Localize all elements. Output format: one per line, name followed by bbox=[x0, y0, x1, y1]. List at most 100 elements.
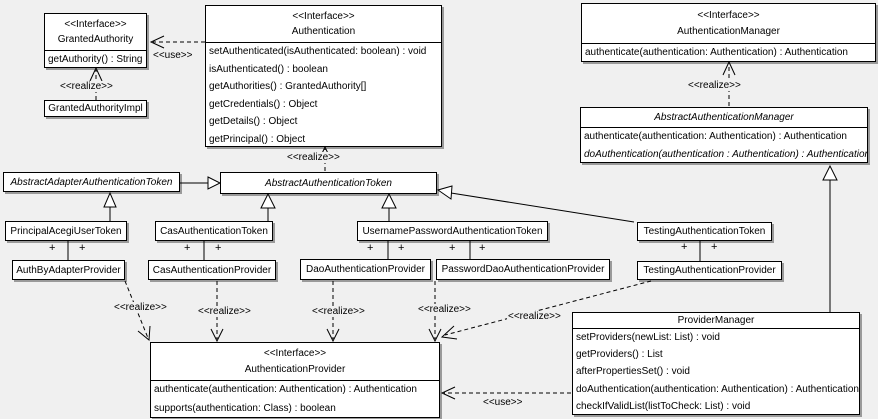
uml-method: doAuthentication(authentication: Authent… bbox=[576, 383, 859, 395]
uml-method: getProviders() : List bbox=[576, 349, 663, 361]
use-label: <<use>> bbox=[482, 397, 524, 408]
uml-method: supports(authentication: Class) : boolea… bbox=[154, 402, 336, 414]
class-header: AbstractAuthenticationManager bbox=[581, 108, 867, 127]
uml-method: getDetails() : Object bbox=[209, 116, 298, 127]
class-header: <<Interface>> AuthenticationManager bbox=[582, 4, 875, 43]
class-abstract-adapter-authentication-token[interactable]: AbstractAdapterAuthenticationToken bbox=[3, 172, 180, 192]
realize-label: <<realize>> bbox=[507, 311, 562, 322]
realize-label: <<realize>> bbox=[113, 302, 168, 313]
class-name: UsernamePasswordAuthenticationToken bbox=[362, 225, 543, 237]
open-arrowhead bbox=[428, 328, 442, 343]
uml-method: getAuthority() : String bbox=[48, 54, 143, 65]
class-name: GrantedAuthority bbox=[57, 34, 134, 46]
class-name: AbstractAuthenticationToken bbox=[265, 177, 392, 189]
open-arrowhead bbox=[440, 386, 456, 400]
generalization-arrowhead bbox=[822, 164, 838, 181]
class-header: <<Interface>> GrantedAuthority bbox=[45, 14, 146, 50]
class-granted-authority[interactable]: <<Interface>> GrantedAuthority getAuthor… bbox=[44, 13, 147, 68]
uml-method: getCredentials() : Object bbox=[209, 98, 318, 110]
uml-method: getPrincipal() : Object bbox=[209, 133, 306, 145]
class-name: AbstractAdapterAuthenticationToken bbox=[10, 176, 173, 188]
class-provider-manager[interactable]: ProviderManager setProviders(newList: Li… bbox=[572, 312, 860, 415]
class-name: DaoAuthenticationProvider bbox=[306, 264, 425, 275]
class-dao-authentication-provider[interactable]: DaoAuthenticationProvider bbox=[300, 259, 431, 280]
use-label: <<use>> bbox=[152, 50, 194, 61]
uml-method: checkIfValidList(listToCheck: List) : vo… bbox=[576, 400, 751, 412]
open-arrowhead bbox=[722, 60, 736, 76]
class-name: AuthenticationProvider bbox=[244, 364, 346, 375]
uml-method: setProviders(newList: List) : void bbox=[576, 332, 720, 343]
stereotype-label: <<Interface>> bbox=[64, 18, 127, 30]
class-authentication-manager[interactable]: <<Interface>> AuthenticationManager auth… bbox=[581, 3, 876, 62]
open-arrowhead bbox=[326, 328, 340, 343]
class-password-dao-authentication-provider[interactable]: PasswordDaoAuthenticationProvider bbox=[436, 259, 610, 280]
association-role-label: + bbox=[79, 242, 86, 254]
open-arrowhead bbox=[149, 35, 165, 49]
realize-label: <<realize>> bbox=[311, 306, 366, 317]
open-arrowhead bbox=[440, 325, 458, 340]
methods-compartment: authenticate(authentication: Authenticat… bbox=[581, 127, 867, 163]
generalization-arrowhead bbox=[436, 185, 453, 200]
realize-label: <<realize>> bbox=[286, 152, 341, 163]
generalization-arrowhead bbox=[103, 191, 117, 208]
class-name: ProviderManager bbox=[677, 315, 755, 326]
association-role-label: + bbox=[479, 242, 486, 254]
class-granted-authority-impl[interactable]: GrantedAuthorityImpl bbox=[44, 100, 147, 117]
class-cas-authentication-token[interactable]: CasAuthenticationToken bbox=[155, 221, 273, 241]
class-abstract-authentication-token[interactable]: AbstractAuthenticationToken bbox=[220, 172, 437, 194]
methods-compartment: setAuthenticated(isAuthenticated: boolea… bbox=[206, 42, 441, 147]
generalization-arrowhead bbox=[260, 192, 276, 209]
stereotype-label: <<Interface>> bbox=[263, 348, 327, 359]
realize-label: <<realize>> bbox=[687, 80, 742, 91]
class-name: TestingAuthenticationProvider bbox=[643, 265, 776, 276]
class-header: <<Interface>> Authentication bbox=[206, 6, 441, 42]
realize-label: <<realize>> bbox=[417, 304, 472, 315]
association-role-label: + bbox=[681, 241, 688, 253]
class-principal-acegi-user-token[interactable]: PrincipalAcegiUserToken bbox=[5, 221, 127, 241]
class-name: AuthenticationManager bbox=[677, 26, 780, 38]
realize-label: <<realize>> bbox=[197, 306, 252, 317]
association-role-label: + bbox=[711, 241, 718, 253]
association-role-label: + bbox=[398, 242, 405, 254]
class-name: CasAuthenticationToken bbox=[160, 225, 268, 237]
realize-label: <<realize>> bbox=[59, 81, 114, 92]
class-name: PrincipalAcegiUserToken bbox=[10, 225, 122, 237]
class-name: AbstractAuthenticationManager bbox=[654, 112, 794, 123]
association-role-label: + bbox=[215, 242, 222, 254]
uml-method: authenticate(authentication: Authenticat… bbox=[154, 384, 417, 395]
class-name: AuthByAdapterProvider bbox=[16, 264, 121, 276]
uml-method: afterPropertiesSet() : void bbox=[576, 366, 690, 378]
class-name: Authentication bbox=[291, 26, 356, 38]
class-header: ProviderManager bbox=[573, 313, 859, 328]
class-abstract-authentication-manager[interactable]: AbstractAuthenticationManager authentica… bbox=[580, 107, 868, 163]
class-testing-authentication-provider[interactable]: TestingAuthenticationProvider bbox=[637, 261, 782, 280]
association-role-label: + bbox=[49, 242, 56, 254]
class-name: PasswordDaoAuthenticationProvider bbox=[441, 264, 605, 275]
stereotype-label: <<Interface>> bbox=[697, 9, 760, 21]
uml-method: authenticate(authentication: Authenticat… bbox=[584, 131, 847, 142]
class-auth-by-adapter-provider[interactable]: AuthByAdapterProvider bbox=[12, 260, 125, 280]
class-name: GrantedAuthorityImpl bbox=[48, 103, 143, 114]
generalization-arrowhead bbox=[207, 176, 222, 190]
association-role-label: + bbox=[449, 242, 456, 254]
class-username-password-authentication-token[interactable]: UsernamePasswordAuthenticationToken bbox=[357, 221, 548, 241]
open-arrowhead bbox=[137, 325, 151, 341]
class-authentication-provider[interactable]: <<Interface>> AuthenticationProvider aut… bbox=[150, 342, 440, 418]
generalization-arrowhead bbox=[381, 192, 397, 209]
uml-method: isAuthenticated() : boolean bbox=[209, 63, 328, 75]
association-role-label: + bbox=[367, 242, 374, 254]
class-header: <<Interface>> AuthenticationProvider bbox=[151, 343, 439, 380]
uml-method: doAuthentication(authentication : Authen… bbox=[584, 149, 867, 160]
class-authentication[interactable]: <<Interface>> Authentication setAuthenti… bbox=[205, 5, 442, 147]
methods-compartment: authenticate(authentication: Authenticat… bbox=[151, 380, 439, 417]
class-testing-authentication-token[interactable]: TestingAuthenticationToken bbox=[637, 222, 772, 241]
uml-method: setAuthenticated(isAuthenticated: boolea… bbox=[209, 46, 427, 57]
methods-compartment: setProviders(newList: List) : void getPr… bbox=[573, 328, 859, 414]
class-name: TestingAuthenticationToken bbox=[643, 226, 766, 237]
class-cas-authentication-provider[interactable]: CasAuthenticationProvider bbox=[148, 260, 276, 280]
methods-compartment: getAuthority() : String bbox=[45, 50, 146, 68]
open-arrowhead bbox=[89, 66, 103, 82]
methods-compartment: authenticate(authentication: Authenticat… bbox=[582, 43, 875, 62]
generalization-line bbox=[450, 192, 635, 223]
